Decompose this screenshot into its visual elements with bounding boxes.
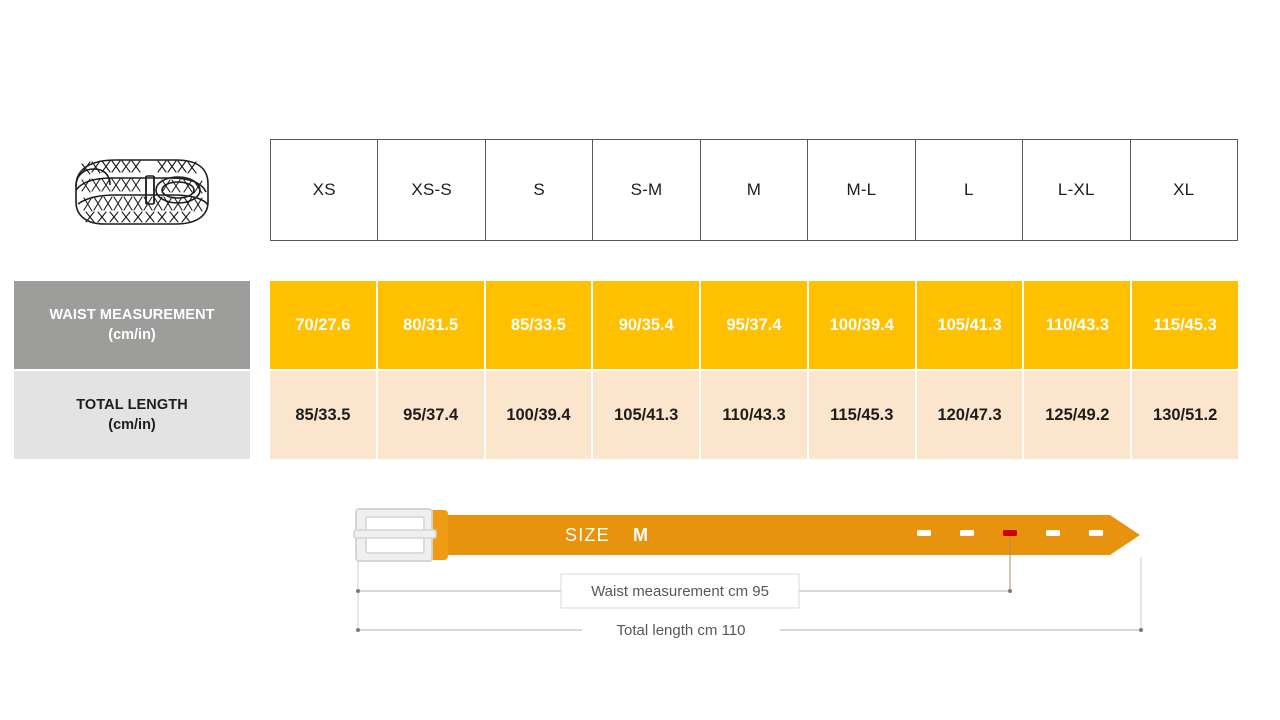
belt-hole — [917, 530, 931, 536]
belt-hole — [1046, 530, 1060, 536]
measurement-cell: 100/39.4 — [485, 371, 594, 459]
row-cells: 85/33.5 95/37.4 100/39.4 105/41.3 110/43… — [270, 371, 1239, 459]
belt-hole — [1089, 530, 1103, 536]
measurement-cell: 100/39.4 — [808, 281, 917, 369]
size-header-cell: XS — [271, 140, 379, 240]
size-header-row: XS XS-S S S-M M M-L L L-XL XL — [270, 139, 1238, 241]
size-header-cell: M-L — [808, 140, 916, 240]
waist-dim-tick-left — [356, 589, 360, 593]
size-header-cell: XS-S — [378, 140, 486, 240]
measurement-cell: 95/37.4 — [377, 371, 486, 459]
total-label-box — [582, 617, 780, 643]
total-dim-tick-left — [356, 628, 360, 632]
row-label-line2: (cm/in) — [108, 417, 156, 433]
measurement-cell: 80/31.5 — [377, 281, 486, 369]
belt-buckle-prong-bar — [353, 529, 437, 539]
belt-size-value: M — [633, 525, 648, 545]
total-length-label: Total length cm 110 — [617, 622, 746, 639]
row-label-line1: TOTAL LENGTH — [76, 397, 188, 413]
measurement-cell: 110/43.3 — [701, 371, 809, 459]
row-label-line2: (cm/in) — [108, 327, 156, 343]
belt-hole-selected — [1003, 530, 1017, 536]
product-illustration — [58, 142, 218, 238]
measurement-cell: 90/35.4 — [593, 281, 702, 369]
waist-label-box — [560, 573, 800, 609]
measurement-cell: 85/33.5 — [270, 371, 378, 459]
waist-measurement-label: Waist measurement cm 95 — [591, 583, 769, 600]
waist-dim-tick-right — [1008, 589, 1012, 593]
measurement-cell: 115/45.3 — [1132, 281, 1239, 369]
row-label-line1: WAIST MEASUREMENT — [49, 307, 215, 323]
size-header-cell: XL — [1173, 180, 1195, 199]
table-row-waist-measurement: WAIST MEASUREMENT (cm/in) 70/27.6 80/31.… — [14, 281, 1239, 369]
size-header-cell: L — [916, 140, 1024, 240]
row-label-waist-measurement: WAIST MEASUREMENT (cm/in) — [14, 281, 250, 369]
size-header-cell: S-M — [593, 140, 701, 240]
measurement-cell: 115/45.3 — [808, 371, 917, 459]
row-label-total-length: TOTAL LENGTH (cm/in) — [14, 371, 250, 459]
size-header-cell: L-XL — [1023, 140, 1131, 240]
belt-hole — [960, 530, 974, 536]
measurement-cell: 125/49.2 — [1024, 371, 1133, 459]
row-cells: 70/27.6 80/31.5 85/33.5 90/35.4 95/37.4 … — [270, 281, 1239, 369]
measurement-cell: 105/41.3 — [593, 371, 702, 459]
measurement-cell: 95/37.4 — [701, 281, 809, 369]
table-row-total-length: TOTAL LENGTH (cm/in) 85/33.5 95/37.4 100… — [14, 371, 1239, 459]
measurement-cell: 120/47.3 — [916, 371, 1025, 459]
size-header-cell: S — [486, 140, 594, 240]
size-header-cell: M — [701, 140, 809, 240]
belt-dimension-diagram: SIZE M Waist measurement cm 95 Total len… — [340, 495, 1170, 660]
measurement-cell: 105/41.3 — [916, 281, 1025, 369]
belt-strap — [384, 515, 1140, 555]
measurement-cell: 70/27.6 — [270, 281, 378, 369]
total-dim-tick-right — [1139, 628, 1143, 632]
measurement-cell: 110/43.3 — [1024, 281, 1133, 369]
measurement-cell: 130/51.2 — [1132, 371, 1239, 459]
measurement-grid: WAIST MEASUREMENT (cm/in) 70/27.6 80/31.… — [14, 281, 1239, 459]
measurement-cell: 85/33.5 — [485, 281, 594, 369]
belt-size-prefix: SIZE — [565, 525, 610, 545]
